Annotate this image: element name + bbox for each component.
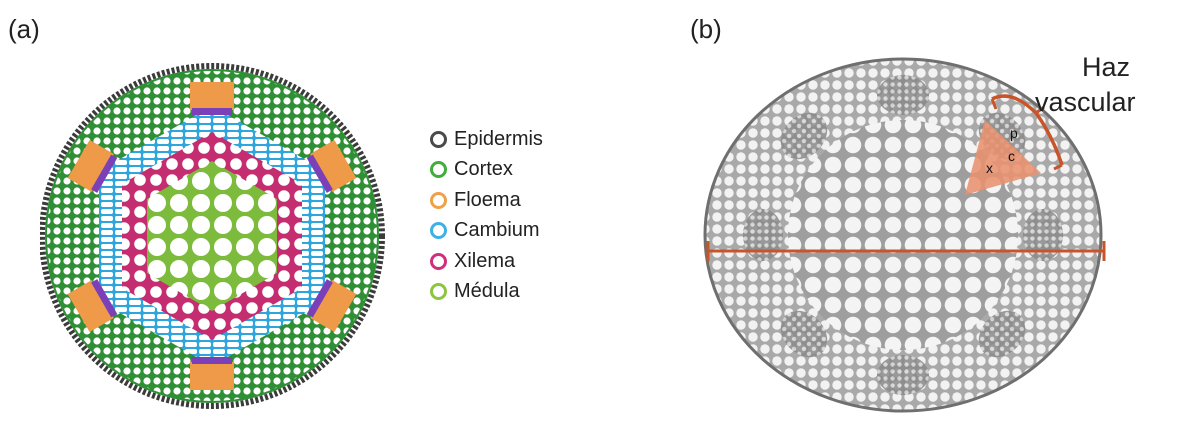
- legend-item-epidermis: Epidermis: [430, 124, 543, 155]
- annotation-haz: Haz: [1082, 50, 1130, 84]
- cambium-marker: c: [1008, 148, 1015, 164]
- epidermis-swatch-icon: [430, 131, 447, 148]
- medula-swatch-icon: [430, 283, 447, 300]
- cortex-swatch-icon: [430, 161, 447, 178]
- legend-label-xilema: Xilema: [454, 250, 515, 273]
- tissue-legend: Epidermis Cortex Floema Cambium Xilema M…: [430, 124, 543, 307]
- legend-label-floema: Floema: [454, 189, 521, 212]
- annotation-vascular: vascular: [1035, 85, 1136, 119]
- legend-item-xilema: Xilema: [430, 246, 543, 277]
- floema-swatch-icon: [430, 192, 447, 209]
- legend-item-cambium: Cambium: [430, 216, 543, 247]
- panel-label-b: (b): [690, 14, 722, 45]
- xilema-swatch-icon: [430, 253, 447, 270]
- legend-label-cortex: Cortex: [454, 158, 513, 181]
- legend-item-cortex: Cortex: [430, 155, 543, 186]
- cambium-swatch-icon: [430, 222, 447, 239]
- legend-item-medula: Médula: [430, 277, 543, 308]
- xylem-marker: x: [986, 160, 993, 176]
- panel-label-a: (a): [8, 14, 40, 45]
- phloem-marker: p: [1010, 125, 1018, 141]
- legend-label-epidermis: Epidermis: [454, 128, 543, 151]
- legend-label-medula: Médula: [454, 280, 520, 303]
- legend-item-floema: Floema: [430, 185, 543, 216]
- stem-schematic-diagram: [40, 50, 385, 422]
- legend-label-cambium: Cambium: [454, 219, 540, 242]
